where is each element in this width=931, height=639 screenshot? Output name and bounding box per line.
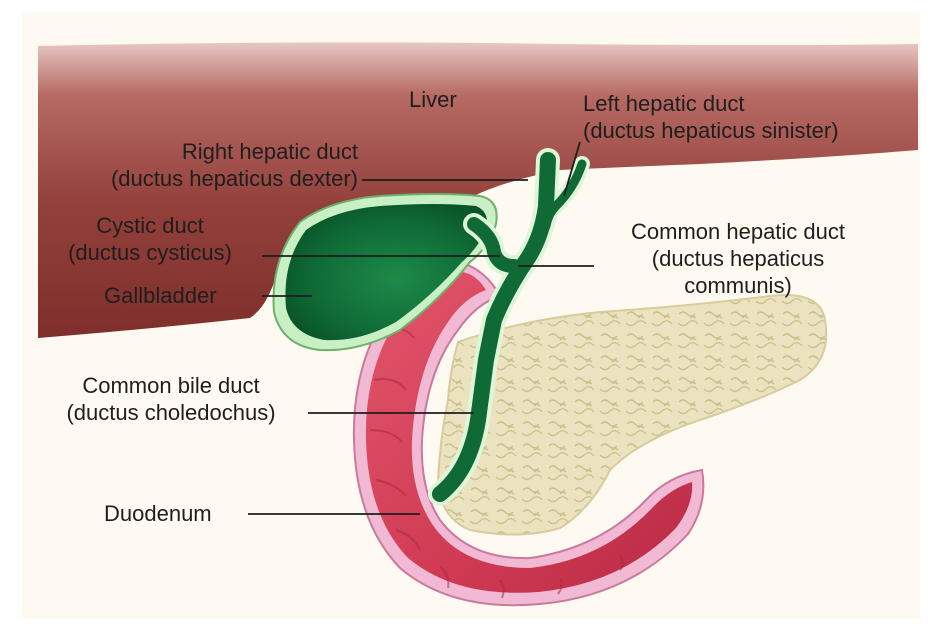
label-left-hepatic-duct: Left hepatic duct (ductus hepaticus sini… [583,90,839,144]
gallbladder-body [285,204,487,341]
label-right-hepatic-duct-line2: (ductus hepaticus dexter) [110,166,358,191]
label-common-hepatic-duct-line1: Common hepatic duct [631,219,845,244]
label-gallbladder-text: Gallbladder [104,283,217,308]
label-duodenum: Duodenum [104,500,212,527]
label-cystic-duct-line2: (ductus cysticus) [68,240,232,265]
label-right-hepatic-duct: Right hepatic duct (ductus hepaticus dex… [40,138,358,192]
label-common-bile-duct-line1: Common bile duct [82,373,260,398]
label-cystic-duct-line1: Cystic duct [96,213,204,238]
label-common-hepatic-duct-line3: communis) [684,273,792,298]
leader-lines [248,141,594,515]
label-duodenum-text: Duodenum [104,501,212,526]
label-cystic-duct: Cystic duct (ductus cysticus) [42,212,258,266]
bile-duct-system [428,148,590,506]
label-right-hepatic-duct-line1: Right hepatic duct [181,139,358,164]
label-common-bile-duct-line2: (ductus choledochus) [66,400,276,425]
label-gallbladder: Gallbladder [104,282,217,309]
label-liver-text: Liver [409,87,457,112]
label-common-bile-duct: Common bile duct (ductus choledochus) [38,372,304,426]
label-common-hepatic-duct: Common hepatic duct (ductus hepaticus co… [596,218,880,299]
duodenum-outer-rim [352,260,705,607]
leader-left-hepatic-duct [563,141,581,197]
label-left-hepatic-duct-line2: (ductus hepaticus sinister) [583,118,839,143]
label-common-hepatic-duct-line2: (ductus hepaticus [651,246,825,271]
label-liver: Liver [409,86,457,113]
liver-shape [38,42,918,339]
label-left-hepatic-duct-line1: Left hepatic duct [583,91,745,116]
